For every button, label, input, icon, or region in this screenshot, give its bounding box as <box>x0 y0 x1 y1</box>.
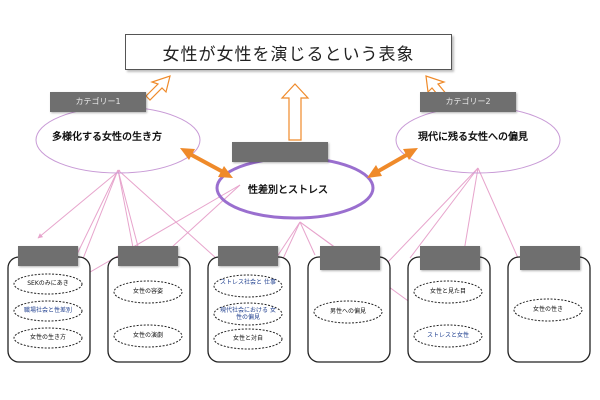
category-label-2: カテゴリー2 <box>420 92 516 112</box>
item-ellipses <box>13 273 583 350</box>
item-text-2-2: 女性の演劇 <box>132 332 163 339</box>
item-ellipse-2-1 <box>113 280 183 304</box>
item-ellipse-1-1 <box>13 273 83 295</box>
item-text-5-1: 女性と見た目 <box>429 288 466 295</box>
item-ellipse-5-2 <box>413 324 483 348</box>
item-ellipse-1-3 <box>13 327 83 349</box>
category-label-1-text: カテゴリー1 <box>75 97 121 107</box>
group-label-4 <box>320 246 380 270</box>
group-label-5 <box>420 246 480 270</box>
item-text-4-1: 男性への偏見 <box>329 308 366 315</box>
category-text-center: 性差別とストレス <box>248 185 328 196</box>
item-text-3-3: 女性と対自 <box>232 335 263 342</box>
item-text-1-1: SEKのみにあき <box>27 280 69 287</box>
double-arrow-right <box>367 148 418 178</box>
arrow-up-left <box>145 75 171 101</box>
category-label-2-text: カテゴリー2 <box>445 97 491 107</box>
category-text-2: 現代に残る女性への偏見 <box>418 132 528 143</box>
group-label-3 <box>218 246 278 266</box>
category-label-1: カテゴリー1 <box>50 92 146 112</box>
diagram-title: 女性が女性を演じるという表象 <box>125 34 452 70</box>
item-text-3-1-span: ストレス社会と 仕事 <box>220 279 276 286</box>
item-text-3-2-span: 現代社会における 女性の偏見 <box>220 307 276 322</box>
group-label-2 <box>118 246 178 266</box>
category-text-1: 多様化する女性の生き方 <box>52 132 162 143</box>
item-ellipse-4-1 <box>313 300 383 324</box>
group-boxes <box>7 256 591 363</box>
item-text-1-2: 職場社会と性差別 <box>23 307 72 314</box>
item-ellipse-2-2 <box>113 324 183 348</box>
category-label-center <box>232 142 328 162</box>
item-ellipse-6-1 <box>513 298 583 322</box>
item-ellipse-1-2 <box>13 300 83 322</box>
item-ellipse-3-1 <box>213 274 283 298</box>
item-ellipse-3-3 <box>213 328 283 350</box>
arrow-up-center <box>280 83 310 141</box>
double-arrow-left <box>180 148 233 178</box>
item-text-2-1: 女性の容姿 <box>132 288 163 295</box>
item-text-3-1: ストレス社会と 仕事 <box>220 279 276 286</box>
diagram-title-text: 女性が女性を演じるという表象 <box>162 44 415 65</box>
item-text-1-3: 女性の生き方 <box>29 334 66 341</box>
item-text-6-1: 女性の性き <box>532 306 563 313</box>
item-ellipse-5-1 <box>413 280 483 304</box>
item-ellipse-3-2 <box>213 302 283 326</box>
item-text-5-2: ストレスと女性 <box>426 332 469 339</box>
group-label-1 <box>18 246 78 266</box>
item-text-3-2: 現代社会における 女性の偏見 <box>218 307 278 321</box>
group-label-6 <box>520 246 580 270</box>
